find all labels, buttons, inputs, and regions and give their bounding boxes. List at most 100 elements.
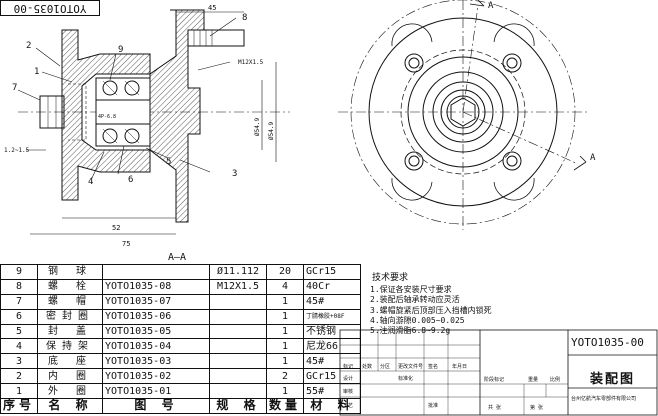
- stage-mark: 阶段标记: [484, 377, 505, 383]
- parts-header-qty: 数量: [266, 398, 305, 414]
- dim-52: 52: [112, 224, 120, 232]
- tech-req-item: 1.保证各安装尺寸要求: [370, 285, 452, 295]
- parts-cell-material: 不锈钢: [303, 323, 362, 340]
- parts-cell-material: 尼龙66: [303, 338, 362, 355]
- parts-header-spec: 规 格: [209, 398, 268, 414]
- title-block-code: YOTO1035-00: [571, 336, 644, 349]
- parts-cell-qty: 1: [266, 293, 305, 310]
- parts-cell-qty: 1: [266, 323, 305, 340]
- parts-cell-no: 7: [0, 293, 39, 310]
- dim-75: 75: [122, 240, 130, 248]
- parts-cell-no: 3: [0, 353, 39, 370]
- parts-cell-no: 6: [0, 308, 39, 325]
- sheet-total: 共 张: [488, 405, 502, 411]
- parts-cell-code: YOTO1035-04: [102, 338, 211, 355]
- tech-req-item: 5.注润滑脂6.8~9.2g: [370, 326, 451, 336]
- rev-header-count: 处数: [362, 364, 373, 370]
- parts-cell-spec: [209, 353, 268, 370]
- callout-1: 1: [34, 67, 39, 77]
- callout-6: 6: [128, 175, 133, 185]
- parts-cell-name: 内 圈: [37, 368, 104, 385]
- dim-4p: 4P-6.8: [98, 114, 116, 120]
- parts-header-no: 序号: [0, 398, 39, 414]
- parts-cell-qty: 20: [266, 264, 305, 280]
- approval-approve: 批准: [428, 403, 439, 409]
- title-block-title: 装配图: [590, 372, 636, 387]
- callout-5: 5: [166, 157, 171, 167]
- parts-cell-name: 螺 帽: [37, 293, 104, 310]
- parts-cell-qty: 1: [266, 383, 305, 400]
- parts-cell-code: YOTO1035-06: [102, 308, 211, 325]
- parts-cell-material: 40Cr: [303, 278, 362, 295]
- parts-cell-qty: 1: [266, 338, 305, 355]
- approval-review: 审核: [343, 389, 354, 395]
- parts-cell-code: YOTO1035-07: [102, 293, 211, 310]
- section-view: [17, 9, 290, 235]
- parts-cell-name: 钢 球: [37, 264, 104, 280]
- callout-9: 9: [118, 45, 123, 55]
- approval-standard: 标准化: [398, 376, 414, 382]
- parts-cell-code: YOTO1035-02: [102, 368, 211, 385]
- parts-cell-no: 9: [0, 264, 39, 280]
- section-label: A—A: [168, 252, 186, 263]
- rev-header-sign: 签名: [428, 364, 439, 370]
- parts-cell-name: 封 盖: [37, 323, 104, 340]
- parts-cell-spec: M12X1.5: [209, 278, 268, 295]
- view-marker-top: A: [488, 1, 494, 11]
- parts-cell-no: 2: [0, 368, 39, 385]
- parts-cell-qty: 1: [266, 308, 305, 325]
- rev-header-zone: 分区: [380, 364, 391, 370]
- parts-cell-spec: [209, 338, 268, 355]
- front-view: [338, 0, 588, 230]
- parts-cell-name: 外 圈: [37, 383, 104, 400]
- parts-cell-spec: [209, 308, 268, 325]
- parts-cell-qty: 4: [266, 278, 305, 295]
- rev-header-mark: 标记: [343, 364, 354, 370]
- parts-table-header: 序号名 称图 号规 格数量材 料: [0, 398, 362, 414]
- parts-cell-qty: 2: [266, 368, 305, 385]
- approval-design: 设计: [343, 376, 354, 382]
- sheet-number: 第 张: [530, 405, 544, 411]
- parts-cell-material: 45#: [303, 293, 362, 310]
- tech-requirements: 技术要求 1.保证各安装尺寸要求 2.装配后轴承转动应灵活 3.螺帽旋紧后顶部压…: [370, 273, 492, 336]
- view-marker-right: A: [590, 153, 596, 163]
- title-block-company: 台州亿航汽车零部件有限公司: [571, 396, 637, 402]
- parts-cell-code: YOTO1035-08: [102, 278, 211, 295]
- parts-cell-spec: [209, 323, 268, 340]
- dim-phi-outer: Ø54.9: [268, 122, 275, 140]
- rev-header-date: 年月日: [452, 364, 468, 370]
- parts-cell-code: YOTO1035-01: [102, 383, 211, 400]
- parts-cell-no: 4: [0, 338, 39, 355]
- parts-cell-no: 5: [0, 323, 39, 340]
- tech-req-item: 3.螺帽旋紧后顶部压入挡槽内锁死: [370, 305, 492, 315]
- parts-header-name: 名 称: [37, 398, 104, 414]
- parts-cell-code: YOTO1035-03: [102, 353, 211, 370]
- approval-process: 工艺: [343, 403, 354, 409]
- callout-3: 3: [232, 169, 237, 179]
- parts-cell-qty: 1: [266, 353, 305, 370]
- parts-cell-name: 保持架: [37, 338, 104, 355]
- parts-cell-material: 丁腈橡胶+08F: [303, 308, 362, 325]
- parts-cell-no: 8: [0, 278, 39, 295]
- tech-req-item: 2.装配后轴承转动应灵活: [370, 295, 460, 305]
- callout-4: 4: [88, 177, 93, 187]
- parts-cell-spec: [209, 368, 268, 385]
- parts-cell-name: 密封圈: [37, 308, 104, 325]
- parts-cell-material: GCr15: [303, 264, 362, 280]
- dim-clearance: 1.2~1.5: [4, 147, 30, 154]
- parts-cell-name: 底 座: [37, 353, 104, 370]
- parts-cell-no: 1: [0, 383, 39, 400]
- callout-labels: 1 2 3 4 5 6 7 8 9: [12, 13, 247, 187]
- parts-cell-name: 螺 栓: [37, 278, 104, 295]
- dim-45: 45: [208, 4, 216, 12]
